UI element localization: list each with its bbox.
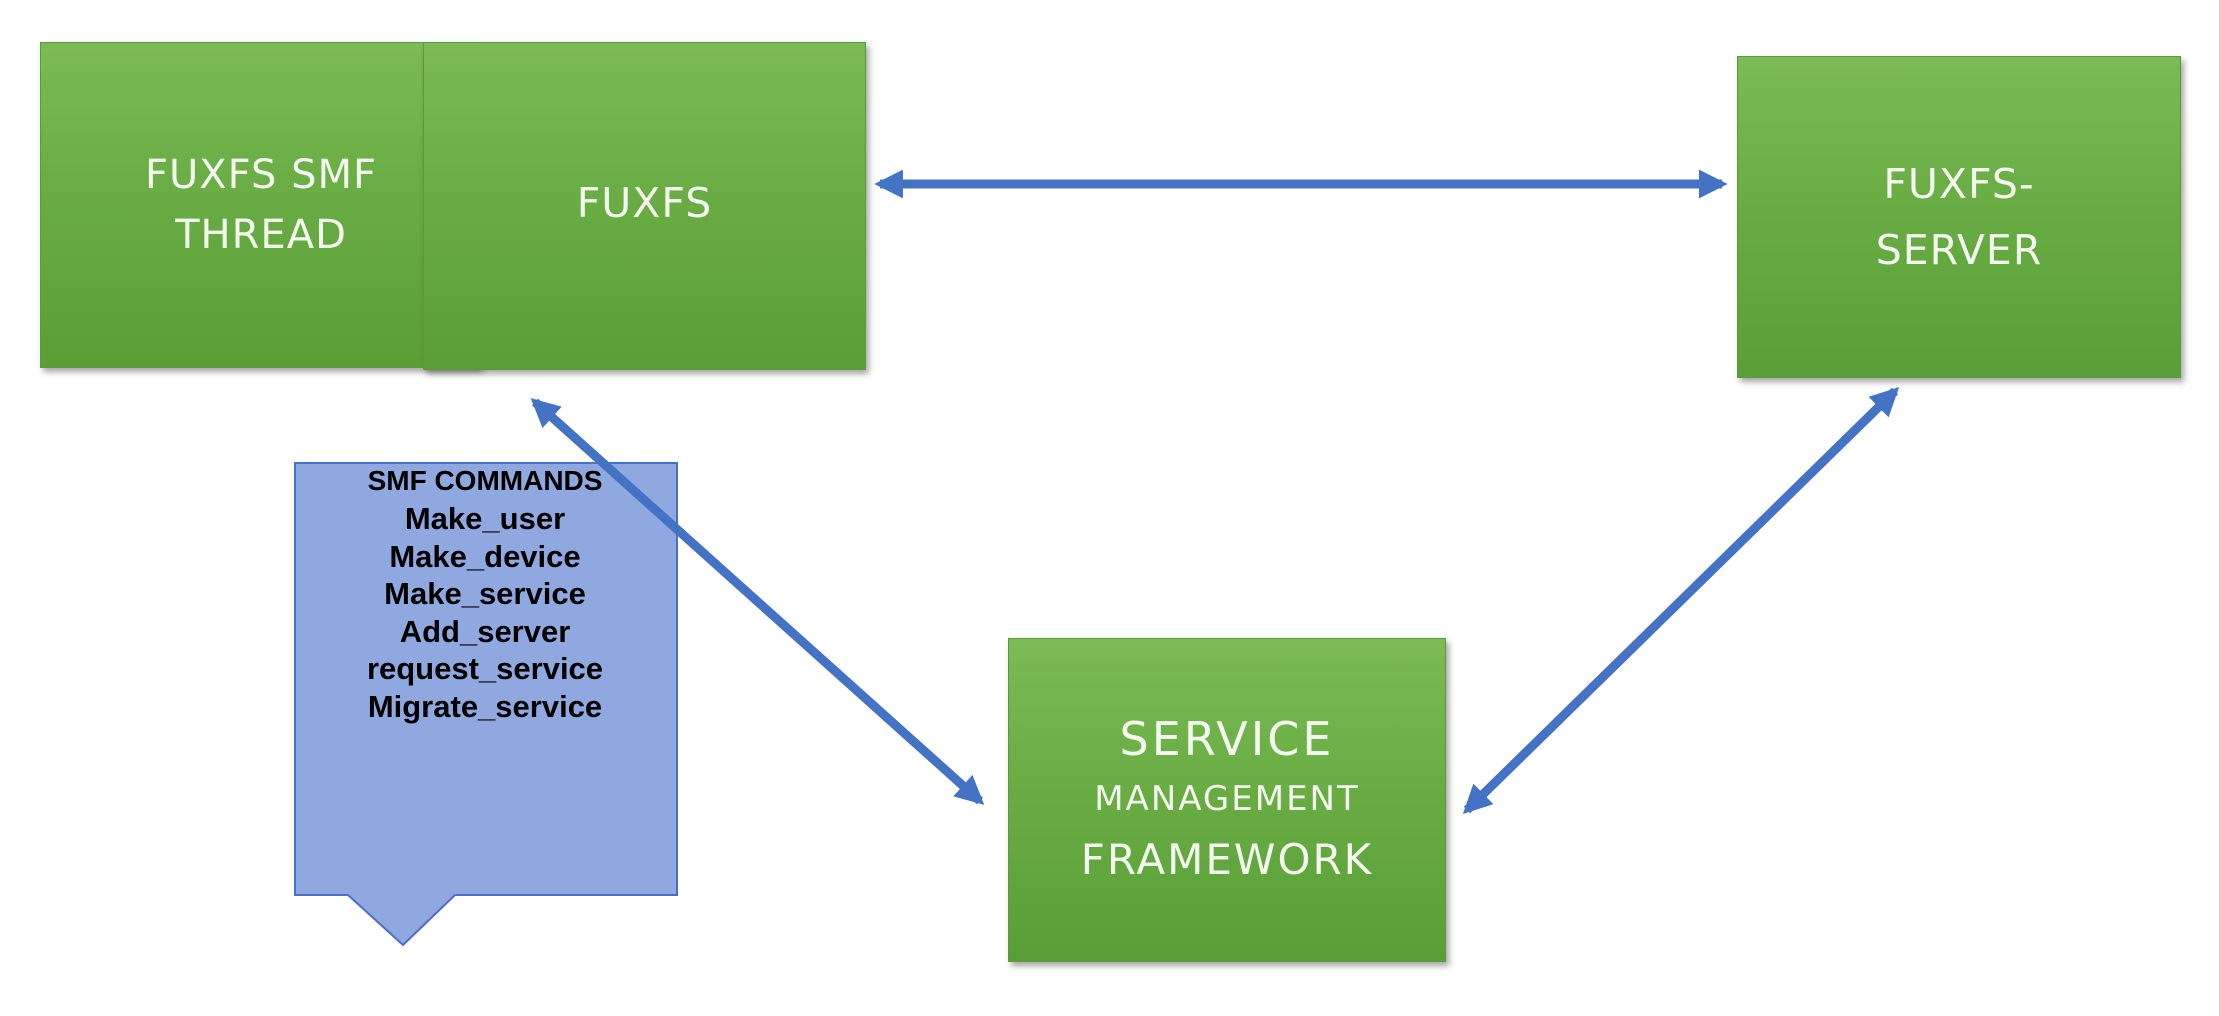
arrow-service-management-framework-to-fuxfs-server [1462, 386, 1900, 815]
fuxfs-server-box: FUXFS- SERVER [1737, 56, 2181, 378]
smf-line2: MANAGEMENT [1094, 779, 1360, 819]
fuxfs-label: FUXFS [576, 179, 713, 227]
fuxfs-smf-thread-box: FUXFS SMF THREAD [40, 42, 480, 368]
smf-line1: SERVICE [1119, 712, 1335, 766]
fuxfs-box: FUXFS [423, 42, 866, 370]
fuxfs-server-line2: SERVER [1875, 226, 2043, 274]
fuxfs-server-line1: FUXFS- [1883, 160, 2035, 208]
service-management-framework-box: SERVICE MANAGEMENT FRAMEWORK [1008, 638, 1446, 962]
arrow-fuxfs-to-service-management-framework [530, 398, 985, 805]
fuxfs-smf-thread-line2: THREAD [175, 212, 347, 258]
smf-line3: FRAMEWORK [1080, 835, 1374, 884]
fuxfs-smf-thread-line1: FUXFS SMF [144, 152, 377, 198]
